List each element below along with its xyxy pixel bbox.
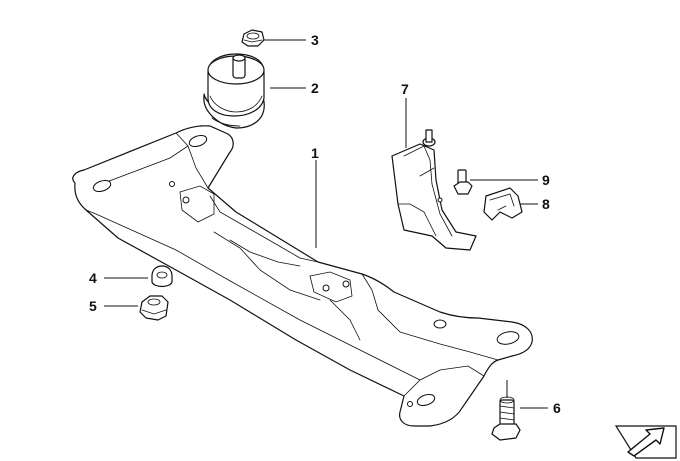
hex-bolt-part — [491, 396, 521, 441]
callout-3: 3 — [311, 32, 319, 48]
hex-nut-lower-part — [139, 295, 169, 321]
transmission-crossmember-part — [72, 125, 533, 427]
cap-nut-part — [151, 265, 173, 288]
callout-8: 8 — [542, 196, 550, 212]
spring-clip-part — [483, 187, 523, 221]
callout-5: 5 — [89, 298, 97, 314]
callout-1: 1 — [311, 145, 319, 161]
mount-hole-lower — [416, 393, 436, 407]
small-screw-part — [453, 169, 473, 195]
callout-6: 6 — [553, 400, 561, 416]
mount-hole-upper — [188, 134, 208, 148]
mount-hole-right — [496, 331, 520, 345]
hex-nut-top-part — [241, 29, 265, 47]
callout-4: 4 — [89, 270, 97, 286]
leader-lines — [104, 39, 548, 409]
callout-2: 2 — [311, 80, 319, 96]
mounting-bracket-part — [391, 129, 477, 251]
view-direction-arrow-icon — [614, 425, 677, 459]
rubber-mount-part — [203, 53, 265, 129]
mount-hole-mid — [433, 319, 447, 329]
callout-9: 9 — [542, 172, 550, 188]
mount-hole-left — [92, 179, 112, 193]
callout-7: 7 — [401, 81, 409, 97]
